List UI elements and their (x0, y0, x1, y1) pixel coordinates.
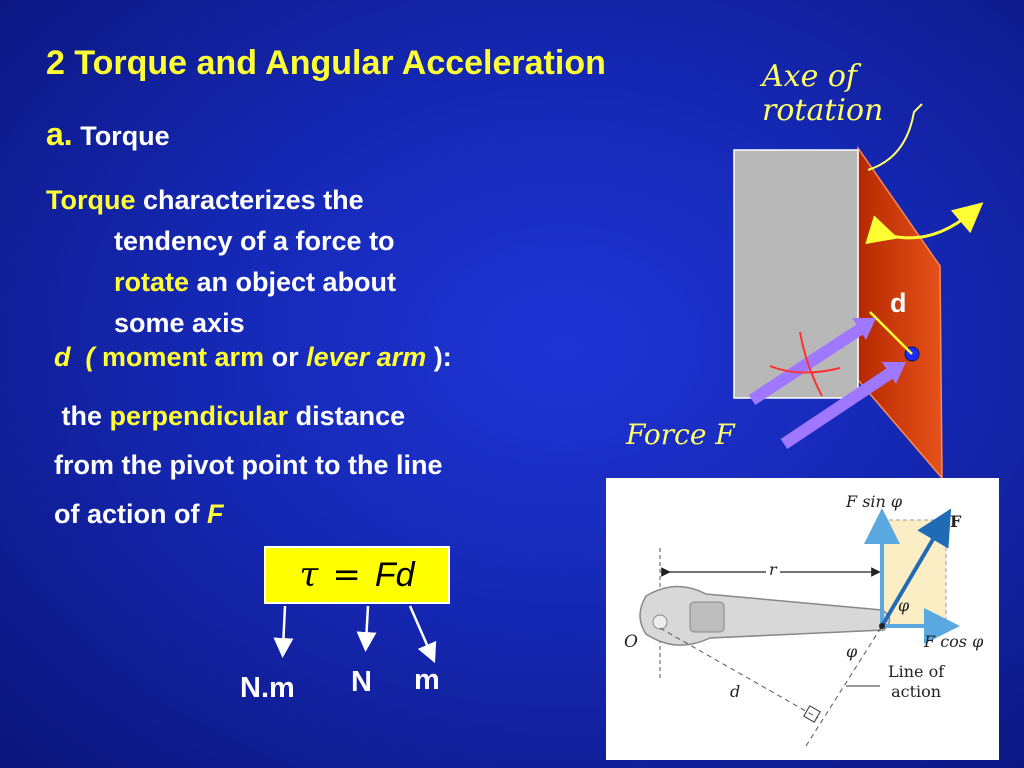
label-line-of-action: Line of action (888, 662, 944, 702)
label-fcos: F cos φ (924, 632, 984, 651)
d-perpendicular (659, 627, 819, 719)
description-line2: from the pivot point to the line (54, 450, 443, 480)
d-line (869, 311, 913, 355)
force-arrowhead-2 (882, 362, 906, 384)
wrench-head (689, 601, 725, 633)
title-number: 2 (46, 44, 65, 82)
moment-close: ): (433, 342, 452, 372)
label-phi-top: φ (898, 596, 910, 615)
unit-torque: N.m (240, 672, 295, 704)
label-r: r (766, 560, 780, 579)
arrow-to-m (408, 605, 437, 664)
desc-the: the (61, 401, 103, 431)
axis-label-line2: rotation (762, 93, 884, 128)
label-f: F (950, 512, 962, 531)
moment-arm-description: the perpendicular distance from the pivo… (54, 392, 442, 539)
wrench-body (639, 585, 891, 646)
line-of-action (805, 625, 883, 747)
mark-2 (769, 365, 841, 374)
desc-line3: of action of (54, 499, 200, 529)
label-d: d (730, 682, 741, 701)
unit-force: N (351, 666, 372, 698)
axis-leader (867, 103, 923, 171)
term-torque: Torque (46, 185, 136, 215)
arrow-to-n (356, 605, 377, 652)
pivot-nut (652, 614, 668, 630)
formula-equals: = (332, 555, 361, 595)
definition-line3: rotate an object about (46, 262, 396, 303)
wrench-figure (639, 508, 960, 747)
definition-part3: an object about (196, 267, 397, 297)
desc-rest1: distance (295, 401, 406, 431)
moment-symbol: d (54, 342, 71, 372)
definition-line4: some axis (114, 308, 245, 338)
force-arrow-2 (780, 367, 896, 449)
force-arrowhead-1 (852, 318, 876, 340)
wrench-figure-panel: F sin φ F r φ F cos φ O φ Line of action… (606, 478, 999, 760)
label-phi-bottom: φ (846, 642, 858, 661)
label-line-of-action-1: Line of (888, 662, 945, 681)
label-o: O (624, 632, 638, 652)
label-fsin: F sin φ (846, 492, 903, 511)
arrow-to-nm (273, 605, 294, 658)
formula-rhs: Fd (374, 555, 415, 594)
description-line3: of action of F (54, 490, 442, 539)
rotation-arrow (865, 202, 984, 244)
unit-distance: m (414, 664, 440, 696)
title-text: Torque and Angular Acceleration (74, 44, 606, 82)
label-line-of-action-2: action (891, 682, 942, 701)
force-point (879, 623, 885, 629)
door-figure (733, 103, 984, 480)
formula-tau: τ (299, 555, 319, 595)
axis-label: Axe of rotation (762, 60, 883, 128)
door-frame (733, 149, 859, 399)
torque-formula: τ = Fd (264, 546, 450, 604)
term-rotate: rotate (114, 267, 190, 297)
definition-part1: characterizes the (143, 185, 364, 215)
description-line1: the perpendicular distance (54, 392, 442, 441)
moment-or: or (271, 342, 299, 372)
torque-definition: Torque characterizes the tendency of a f… (46, 180, 396, 344)
term-perpendicular: perpendicular (109, 401, 289, 431)
force-arrow-1 (748, 322, 866, 406)
desc-symbol: F (207, 499, 224, 529)
section-text: Torque (80, 121, 170, 151)
force-label: Force F (626, 418, 735, 451)
moment-open: ( (85, 342, 95, 372)
door-d-label: d (890, 288, 907, 318)
definition-line2: tendency of a force to (114, 226, 395, 256)
axis-label-line1: Axe of (762, 59, 858, 94)
moment-arm-line: d ( moment arm or lever arm ): (54, 342, 452, 373)
mark-1 (799, 331, 823, 397)
section-letter: a. (46, 116, 73, 152)
f-arrow (880, 508, 952, 628)
term-lever-arm: lever arm (306, 342, 427, 372)
right-angle-mark (803, 705, 821, 723)
section-heading: a. Torque (46, 116, 170, 153)
term-moment-arm: moment arm (102, 342, 265, 372)
slide-title: 2 Torque and Angular Acceleration (46, 44, 606, 83)
